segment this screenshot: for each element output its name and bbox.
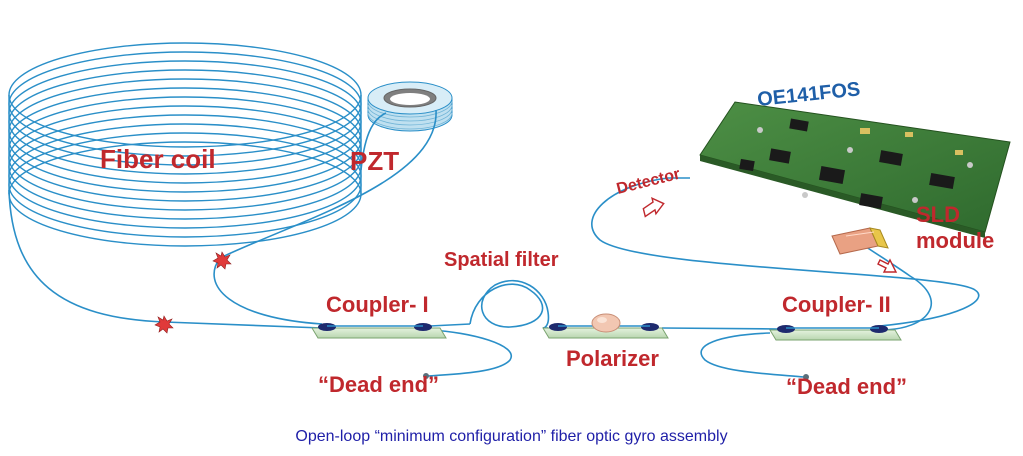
sld-module [831, 227, 889, 255]
hollow-arrow-icon [877, 258, 898, 273]
label-detector: Detector [615, 166, 682, 198]
label-fiber-coil: Fiber coil [100, 144, 216, 174]
splice-star-icon [154, 315, 174, 334]
coupler-2 [769, 325, 902, 341]
pzt-ring [367, 81, 453, 132]
hollow-arrow-icon [642, 196, 665, 218]
diagram-caption: Open-loop “minimum configuration” fiber … [295, 428, 728, 445]
label-polarizer: Polarizer [566, 346, 659, 371]
polarizer [542, 313, 669, 339]
label-sld-line2: module [916, 228, 994, 253]
dead-end-2-tip [803, 374, 809, 380]
label-sld-line1: SLD [916, 202, 960, 227]
coupler-1 [311, 323, 447, 339]
label-coupler-2: Coupler- II [782, 292, 891, 317]
label-pzt: PZT [350, 146, 399, 176]
pcb-board [699, 101, 1011, 238]
label-dead-end-2: “Dead end” [786, 374, 907, 399]
label-spatial-filter: Spatial filter [444, 249, 559, 271]
splice-star-icon [212, 251, 232, 270]
label-dead-end-1: “Dead end” [318, 372, 439, 397]
dead-end-1-tip [423, 373, 429, 379]
label-coupler-1: Coupler- I [326, 292, 429, 317]
label-board: OE141FOS [756, 78, 861, 111]
fibers [8, 109, 980, 378]
